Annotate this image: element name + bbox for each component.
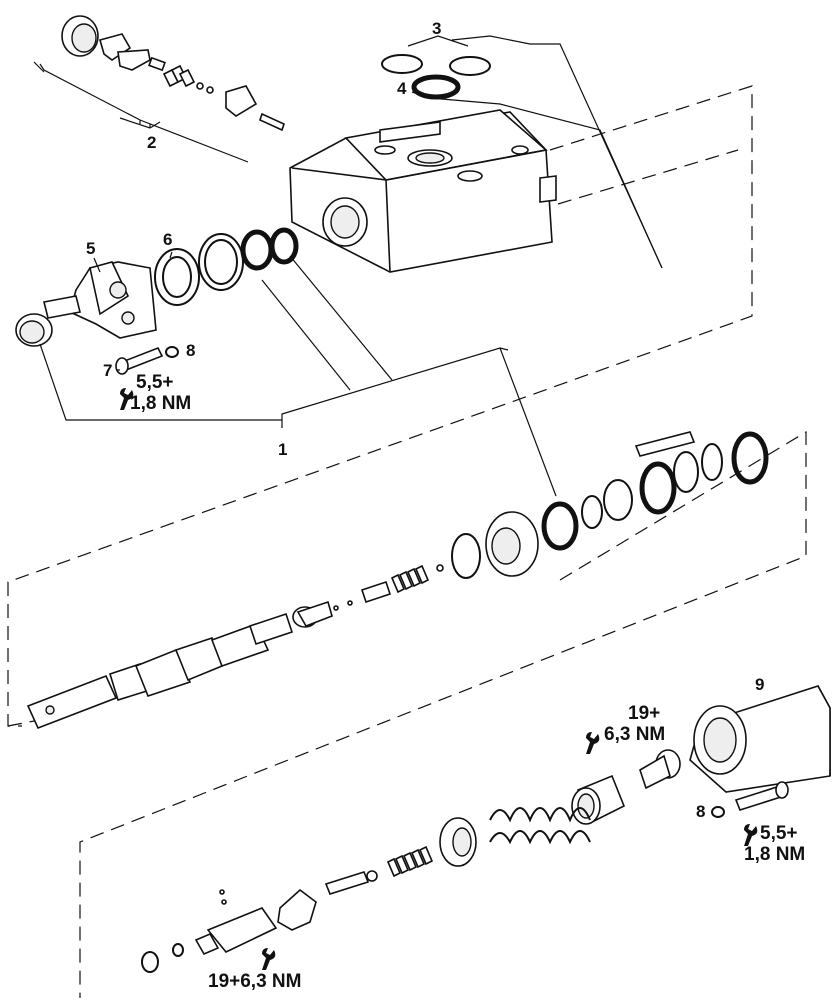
flange-5 — [43, 261, 157, 339]
torque-4-text: 19+6,3 NM — [208, 971, 302, 992]
part-number-4: 4 — [397, 79, 407, 98]
plug-19 — [639, 749, 681, 790]
part-number-7: 7 — [103, 361, 113, 380]
part-number-6: 6 — [163, 230, 173, 249]
part-number-9: 9 — [755, 675, 765, 694]
part-number-2: 2 — [147, 133, 157, 152]
cap-left — [15, 313, 53, 347]
kit-2-parts — [61, 15, 285, 132]
wrench-icon — [580, 730, 602, 761]
wrench-icon — [114, 386, 136, 417]
cover-9 — [689, 685, 831, 793]
torque-spec-4: 19+6,3 NM — [208, 971, 302, 993]
spring-assembly — [324, 774, 626, 895]
screw-bottom — [734, 781, 789, 811]
torque-2-line1: 19+ — [628, 703, 661, 724]
part-number-8: 8 — [186, 341, 196, 360]
valve-body — [289, 109, 557, 273]
spool — [26, 600, 353, 730]
torque-3-line1: 5,5+ — [760, 823, 798, 844]
washer-8-bottom — [711, 806, 725, 818]
bracket-2 — [39, 63, 249, 163]
part-number-5: 5 — [86, 239, 96, 258]
spring-seat-mid — [360, 564, 444, 604]
wrench-icon — [256, 946, 278, 977]
torque-spec-2: 19+ 6,3 NM — [604, 703, 666, 745]
seals-mid — [451, 431, 769, 579]
torque-3-line2: 1,8 NM — [744, 843, 806, 865]
part-number-3: 3 — [432, 19, 442, 38]
screw-7 — [115, 346, 164, 375]
part-number-8-bottom: 8 — [696, 802, 706, 821]
washer-8 — [165, 346, 179, 358]
torque-spec-1: 5,5+ 1,8 NM — [130, 372, 191, 414]
torque-1-line2: 1,8 NM — [130, 392, 192, 414]
valve-bottom — [141, 888, 317, 973]
seals-6 — [154, 227, 299, 306]
seals-3-4 — [381, 54, 491, 100]
torque-2-line2: 6,3 NM — [604, 723, 666, 745]
torque-1-line1: 5,5+ — [136, 372, 174, 393]
torque-spec-3: 5,5+ 1,8 NM — [744, 823, 806, 865]
wrench-icon — [738, 822, 760, 853]
part-number-1: 1 — [278, 440, 288, 459]
